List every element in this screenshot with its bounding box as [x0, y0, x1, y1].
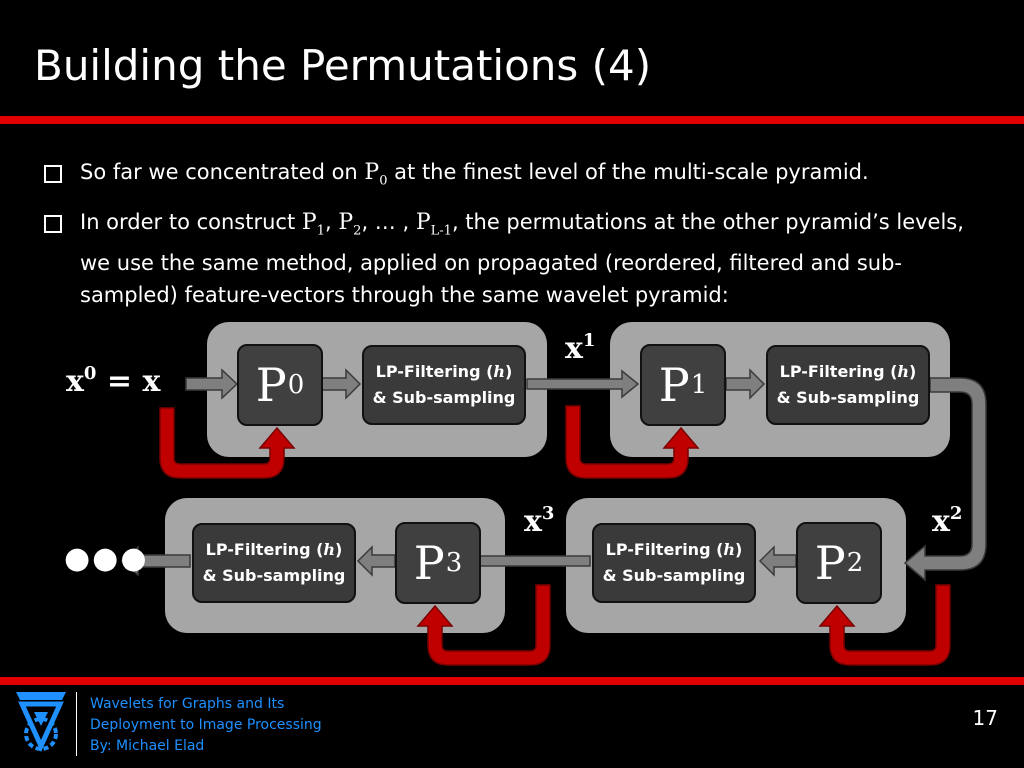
technion-logo-icon — [16, 692, 66, 753]
footer-separator — [76, 692, 77, 756]
p2-feedback-arrow — [818, 584, 951, 666]
footer-text: Wavelets for Graphs and Its Deployment t… — [90, 694, 322, 757]
bullet-2: In order to construct P1, P2, … , PL-1, … — [44, 206, 984, 311]
x1-label: x1 — [565, 330, 596, 366]
lp-block-stage-1: LP-Filtering (h) & Sub-sampling — [766, 345, 930, 425]
x3-label: x3 — [524, 503, 555, 539]
p2-to-lp-arrow — [758, 545, 797, 577]
p3-feedback-arrow — [416, 584, 551, 666]
stage2-to-stage3-arrow — [460, 546, 591, 576]
footer-line-1: Wavelets for Graphs and Its — [90, 696, 285, 712]
p1-feedback-arrow — [565, 405, 700, 479]
checkbox-bullet-icon — [44, 165, 62, 183]
p0-feedback-arrow — [159, 407, 296, 479]
x2-label: x2 — [932, 503, 963, 539]
output-arrow — [120, 545, 191, 577]
p3-to-lp-arrow — [356, 545, 396, 577]
p1-to-lp-arrow — [725, 368, 766, 400]
stage0-to-stage1-arrow — [526, 369, 640, 399]
bullet-1-text: So far we concentrated on P0 at the fine… — [80, 160, 869, 189]
slide-title: Building the Permutations (4) — [34, 41, 652, 90]
lp-block-stage-2: LP-Filtering (h) & Sub-sampling — [592, 523, 756, 603]
footer-line-3: By: Michael Elad — [90, 738, 205, 754]
footer-divider — [0, 677, 1024, 685]
p0-to-lp-arrow — [321, 368, 362, 400]
page-number: 17 — [972, 706, 998, 730]
checkbox-bullet-icon — [44, 215, 62, 233]
continuation-dots: ●●● — [64, 541, 149, 576]
bullet-2-text: In order to construct P1, P2, … , PL-1, … — [80, 210, 964, 308]
lp-block-stage-0: LP-Filtering (h) & Sub-sampling — [362, 345, 526, 425]
lp-block-stage-3: LP-Filtering (h) & Sub-sampling — [192, 523, 356, 603]
bullet-1: So far we concentrated on P0 at the fine… — [44, 156, 984, 197]
input-label: x0 = x — [66, 363, 161, 399]
footer-line-2: Deployment to Image Processing — [90, 717, 322, 733]
input-arrow — [185, 368, 239, 400]
stage1-to-stage2-arrow — [903, 377, 987, 582]
title-divider — [0, 116, 1024, 124]
